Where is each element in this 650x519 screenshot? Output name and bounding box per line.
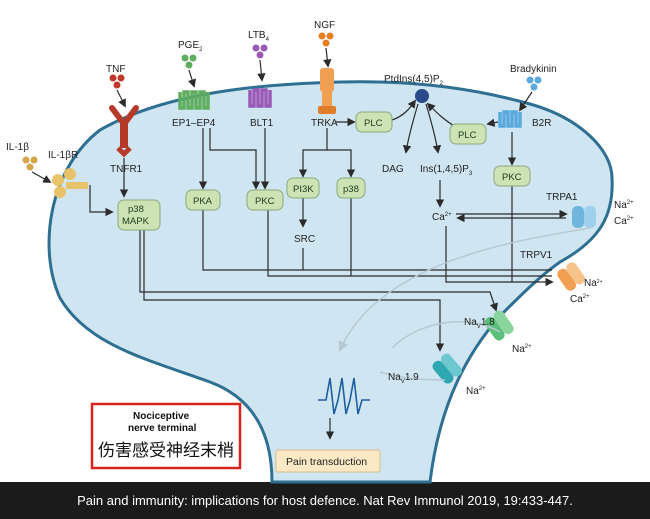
- na-nav19-label: Na2+: [466, 386, 486, 397]
- ep-receptor: [178, 90, 210, 110]
- dag-label: DAG: [382, 164, 404, 175]
- action-potential-trace: [318, 377, 370, 440]
- ngf-label: NGF: [314, 20, 335, 31]
- pathway-arrows: [89, 99, 568, 352]
- il1b-label: IL-1β: [6, 142, 29, 153]
- current-arcs: [338, 227, 591, 381]
- il1b-ligand-dots: [22, 156, 38, 171]
- ca-inner-label: Ca2+: [432, 212, 452, 223]
- nerve-terminal-membrane: [47, 80, 614, 484]
- trpa1-channel: [572, 206, 596, 228]
- ltb4-ligand-dots: [252, 44, 268, 59]
- trka-label: TRKA: [311, 118, 338, 129]
- nav18-label: NaV1.8: [464, 317, 495, 330]
- p38-mapk-text-1: p38: [128, 204, 144, 215]
- ep-label: EP1–EP4: [172, 118, 216, 129]
- pain-transduction-label: Pain transduction: [286, 456, 367, 468]
- pkc-b2r-text: PKC: [502, 172, 522, 183]
- trka-receptor: [318, 68, 336, 114]
- tnfr1-receptor: [109, 105, 139, 158]
- nav19-label: NaV1.9: [388, 372, 419, 385]
- pge2-ligand-dots: [181, 54, 197, 69]
- pkc-node-b2r: [493, 165, 531, 187]
- pka-text: PKA: [193, 196, 213, 207]
- trpv1-channel: [557, 262, 586, 291]
- bradykinin-label: Bradykinin: [510, 64, 557, 75]
- src-label: SRC: [294, 234, 315, 245]
- pka-node: [185, 189, 221, 211]
- ptdins-node: [415, 89, 429, 103]
- chinese-label: 伤害感受神经末梢: [98, 441, 234, 461]
- bradykinin-ligand-dots: [526, 76, 542, 91]
- il1br-receptor: [52, 168, 88, 198]
- p38-mapk-node: [117, 199, 161, 231]
- ca-trpa1-label: Ca2+: [614, 216, 634, 227]
- na-trpv1-label: Na2+: [584, 278, 603, 289]
- blt1-label: BLT1: [250, 118, 274, 129]
- tnf-ligand-dots: [109, 74, 125, 89]
- p38-mapk-text-2: MAPK: [122, 216, 150, 227]
- figure-caption: Pain and immunity: implications for host…: [77, 493, 573, 508]
- trpv1-label: TRPV1: [520, 250, 553, 261]
- nerve-terminal-highlight-box: [90, 402, 242, 470]
- ptdins-label: PtdIns(4,5)P2: [384, 74, 444, 87]
- na-trpa1-label: Na2+: [614, 200, 634, 211]
- nociceptive-label-2: nerve terminal: [128, 423, 197, 434]
- na-nav18-label: Na2+: [512, 344, 532, 355]
- b2r-receptor: [498, 110, 522, 128]
- pkc-node-blt: [246, 189, 284, 211]
- tnfr1-label: TNFR1: [110, 164, 143, 175]
- nav19-channel: [432, 353, 462, 384]
- blt1-receptor: [248, 88, 272, 108]
- plc-b2r-text: PLC: [458, 130, 477, 141]
- p38-text: p38: [343, 184, 359, 195]
- nociceptive-label-1: Nociceptive: [133, 411, 190, 422]
- ligand-arrows: [31, 47, 533, 183]
- ngf-ligand-dots: [318, 32, 334, 47]
- pkc-blt-text: PKC: [255, 196, 275, 207]
- ltb4-label: LTB4: [248, 30, 270, 43]
- ca-trpv1-label: Ca2+: [570, 294, 590, 305]
- plc-node-trka: [355, 111, 393, 133]
- pi3k-node: [286, 177, 320, 199]
- p38-node: [336, 177, 366, 199]
- tnf-label: TNF: [106, 64, 125, 75]
- trpa1-label: TRPA1: [546, 192, 578, 203]
- pain-transduction-box: [275, 449, 381, 473]
- pi3k-text: PI3K: [293, 184, 314, 195]
- il1br-label: IL-1βR: [48, 150, 78, 161]
- plc-trka-text: PLC: [364, 118, 383, 129]
- pge2-label: PGE2: [178, 40, 203, 53]
- plc-node-b2r: [449, 123, 487, 145]
- b2r-label: B2R: [532, 118, 551, 129]
- ins-label: Ins(1,4,5)P3: [420, 164, 473, 177]
